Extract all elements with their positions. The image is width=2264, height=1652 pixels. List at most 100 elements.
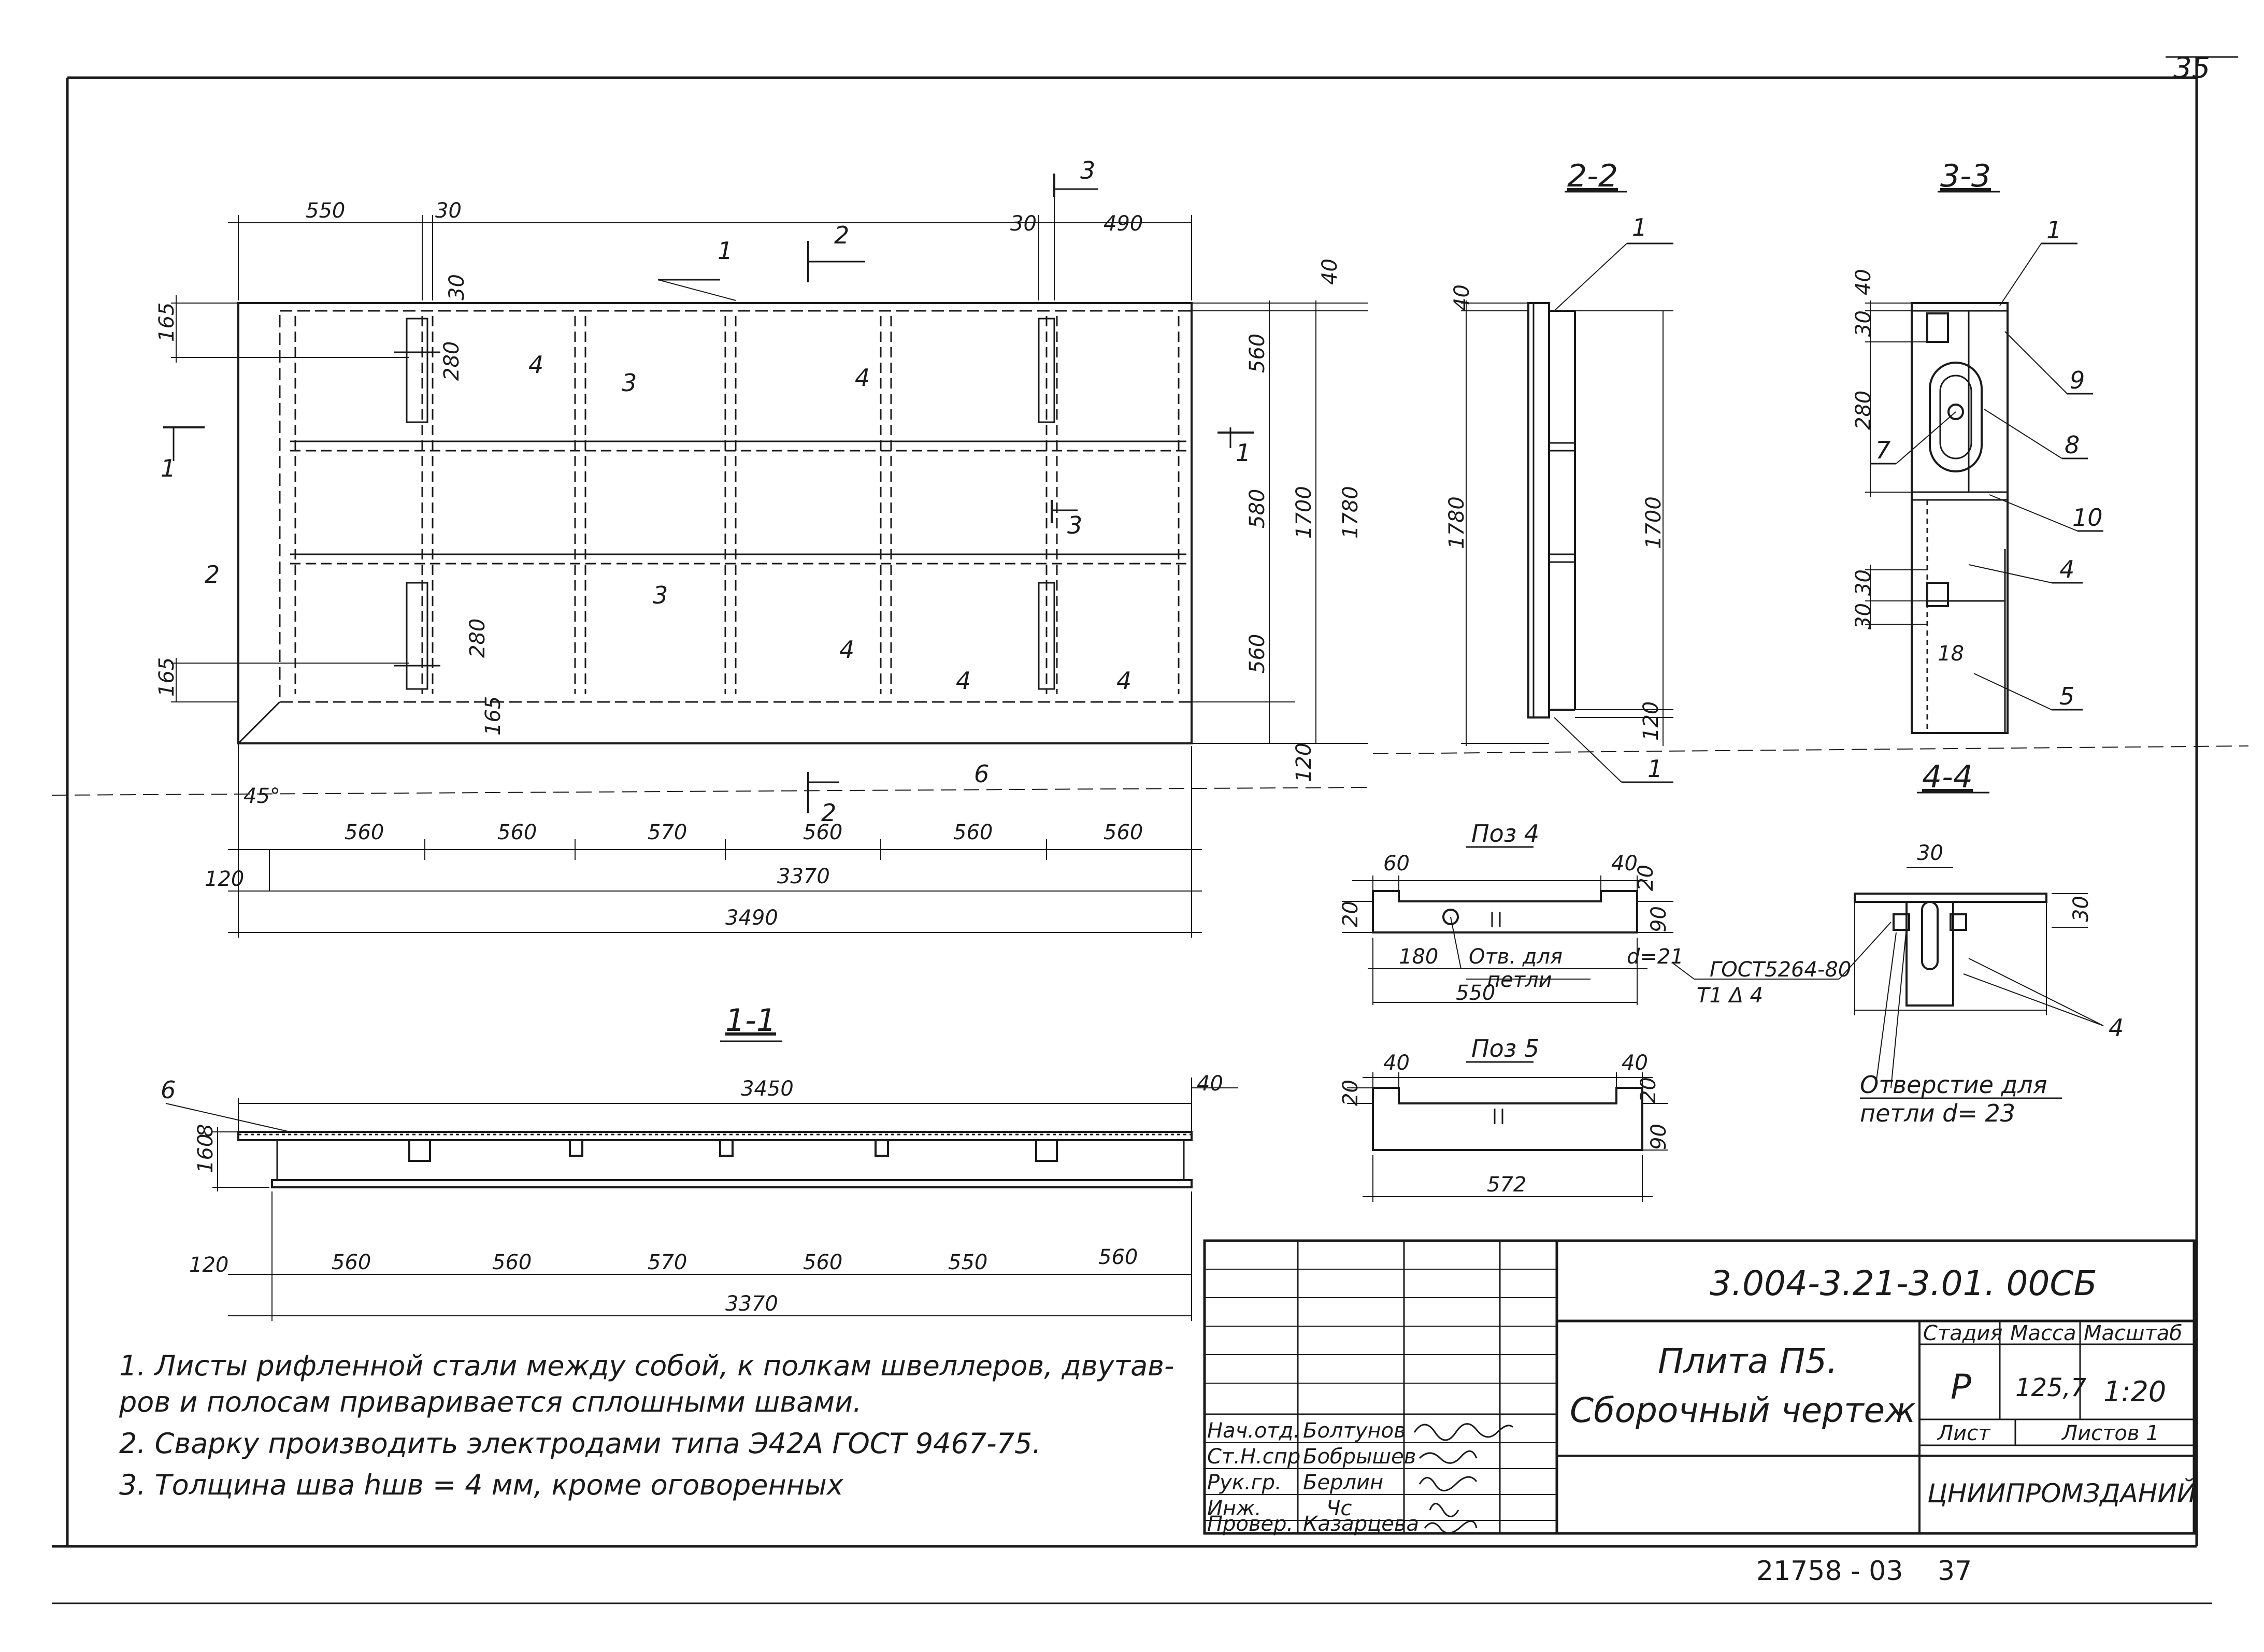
s11-dim-550: 550 (948, 1251, 987, 1274)
cut-1-left: 1 (161, 454, 176, 482)
dim-inner-165: 165 (481, 696, 505, 736)
cut-4-left: 4 (956, 667, 971, 695)
organization: ЦНИИПРОМЗДАНИЙ (1927, 1478, 2196, 1509)
callout-2: 2 (205, 561, 220, 588)
header-mass: Масса (2010, 1321, 2076, 1345)
mass-value: 125,7 (2015, 1373, 2087, 1402)
product-name: Плита П5. (1658, 1341, 1838, 1381)
dim-top-30b: 30 (1010, 212, 1037, 236)
dim-right-560a: 560 (1245, 334, 1269, 373)
pos5-title: Поз 5 (1471, 1035, 1539, 1062)
s22-dim-120: 120 (1639, 701, 1663, 741)
cut-2-bottom: 2 (821, 799, 836, 827)
pos4-dim-180: 180 (1399, 945, 1438, 969)
sheet-frame (51, 56, 2249, 1604)
pos4-weld: Т1 Δ 4 (1697, 984, 1763, 1008)
s33-dim-18: 18 (1938, 642, 1964, 666)
s11-dim-560d: 560 (1098, 1245, 1138, 1269)
stage-value: Р (1951, 1367, 1971, 1407)
pos5-dim-40b: 40 (1622, 1051, 1648, 1075)
s22-dim-1700: 1700 (1642, 496, 1666, 549)
dim-right-1780: 1780 (1339, 486, 1363, 539)
s33-dim-30c: 30 (1852, 603, 1875, 629)
s11-dim-40: 40 (1197, 1072, 1223, 1096)
callout-4b: 4 (855, 364, 870, 392)
plan-view: 550 30 30 490 40 560 580 560 120 1700 17… (155, 156, 1368, 938)
pos4-hole-note-1: Отв. для (1469, 945, 1563, 969)
dim-top-550: 550 (306, 199, 345, 223)
s22-dim-40: 40 (1450, 284, 1474, 311)
s44-hole-note-2: петли d= 23 (1860, 1099, 2015, 1127)
angle-45: 45° (243, 784, 280, 808)
sheets-label: Листов 1 (2061, 1421, 2159, 1445)
dim-bottom-560e: 560 (1104, 821, 1143, 844)
dim-right-120: 120 (1292, 743, 1316, 782)
s11-dim-3450: 3450 (741, 1077, 794, 1101)
cut-3-top: 3 (1080, 156, 1095, 184)
dim-bottom-570: 570 (648, 821, 687, 844)
sign-name-1: Болтунов (1303, 1419, 1406, 1443)
pos4-d-note: d=21 (1627, 945, 1684, 969)
s11-dim-8: 8 (194, 1124, 218, 1137)
pos5-dim-20a: 20 (1339, 1080, 1363, 1106)
dim-inner-280b: 280 (466, 619, 490, 658)
pos4-dim-40: 40 (1611, 852, 1638, 875)
header-scale: Масштаб (2084, 1321, 2182, 1345)
s33-dim-30b: 30 (1852, 569, 1875, 596)
note-line-4: 3. Толщина шва hшв = 4 мм, кроме оговоре… (119, 1469, 844, 1501)
s22-dim-1780: 1780 (1445, 496, 1469, 549)
s22-callout-1-top: 1 (1632, 213, 1647, 241)
s11-dim-160: 160 (194, 1134, 218, 1173)
pos4-dim-20b: 20 (1634, 865, 1658, 891)
s11-dim-560b: 560 (492, 1251, 532, 1274)
sign-role-2: Ст.Н.спр (1207, 1445, 1300, 1469)
dim-right-560b: 560 (1245, 634, 1269, 673)
dim-left-165b: 165 (155, 657, 179, 697)
section-1-1-title: 1-1 (725, 1002, 776, 1039)
pos5-dim-40a: 40 (1383, 1051, 1410, 1075)
doc-code: 3.004-3.21-3.01. 00СБ (1710, 1263, 2097, 1303)
s11-dim-560a: 560 (332, 1251, 371, 1274)
callout-1: 1 (718, 237, 733, 265)
callout-4c: 4 (839, 636, 854, 664)
callout-3a: 3 (622, 369, 637, 397)
header-stage: Стадия (1923, 1321, 2002, 1345)
dim-right-40: 40 (1318, 258, 1342, 285)
pos5-dim-572: 572 (1487, 1173, 1526, 1197)
pos5-dim-90: 90 (1647, 1124, 1671, 1150)
s33-callout-9: 9 (2070, 366, 2085, 394)
s33-callout-4: 4 (2059, 555, 2074, 583)
s33-dim-40: 40 (1852, 269, 1875, 295)
pos4-title: Поз 4 (1471, 820, 1539, 847)
s11-dim-570: 570 (648, 1251, 687, 1274)
sheet-label: Лист (1937, 1421, 1991, 1445)
s33-dim-30a: 30 (1852, 310, 1875, 337)
sign-role-1: Нач.отд. (1207, 1419, 1300, 1443)
section-2-2: 2-2 40 1780 1700 120 1 1 (1445, 158, 1673, 783)
pos-4-detail: Поз 4 60 40 20 20 90 180 550 Отв. для пе… (1339, 820, 1892, 1008)
pos4-gost: ГОСТ5264-80 (1710, 958, 1851, 982)
sign-role-5: Провер. (1207, 1512, 1293, 1536)
pos4-dim-60: 60 (1383, 852, 1410, 875)
note-line-1: 1. Листы рифленной стали между собой, к … (119, 1349, 1174, 1382)
sign-role-3: Рук.гр. (1207, 1471, 1282, 1495)
s44-hole-note-1: Отверстие для (1860, 1071, 2047, 1099)
pos4-dim-90: 90 (1647, 906, 1671, 932)
drawing-type: Сборочный чертеж (1570, 1390, 1916, 1430)
dim-left-165a: 165 (155, 303, 179, 342)
dim-right-580: 580 (1245, 489, 1269, 528)
s33-dim-280: 280 (1852, 391, 1875, 430)
pos-5-detail: Поз 5 40 40 20 20 90 572 (1339, 1035, 1671, 1202)
sign-name-5: Казарцева (1303, 1512, 1419, 1536)
callout-6: 6 (974, 760, 989, 788)
scale-value: 1:20 (2103, 1375, 2166, 1408)
dim-right-1700: 1700 (1292, 486, 1316, 539)
general-notes: 1. Листы рифленной стали между собой, к … (119, 1349, 1174, 1501)
pos4-dim-20a: 20 (1339, 901, 1363, 927)
s11-dim-120: 120 (189, 1253, 228, 1277)
callout-3b: 3 (653, 581, 668, 609)
note-line-3: 2. Сварку производить электродами типа Э… (119, 1427, 1041, 1460)
signatures (1413, 1423, 1514, 1534)
bottom-number: 37 (1938, 1556, 1972, 1587)
